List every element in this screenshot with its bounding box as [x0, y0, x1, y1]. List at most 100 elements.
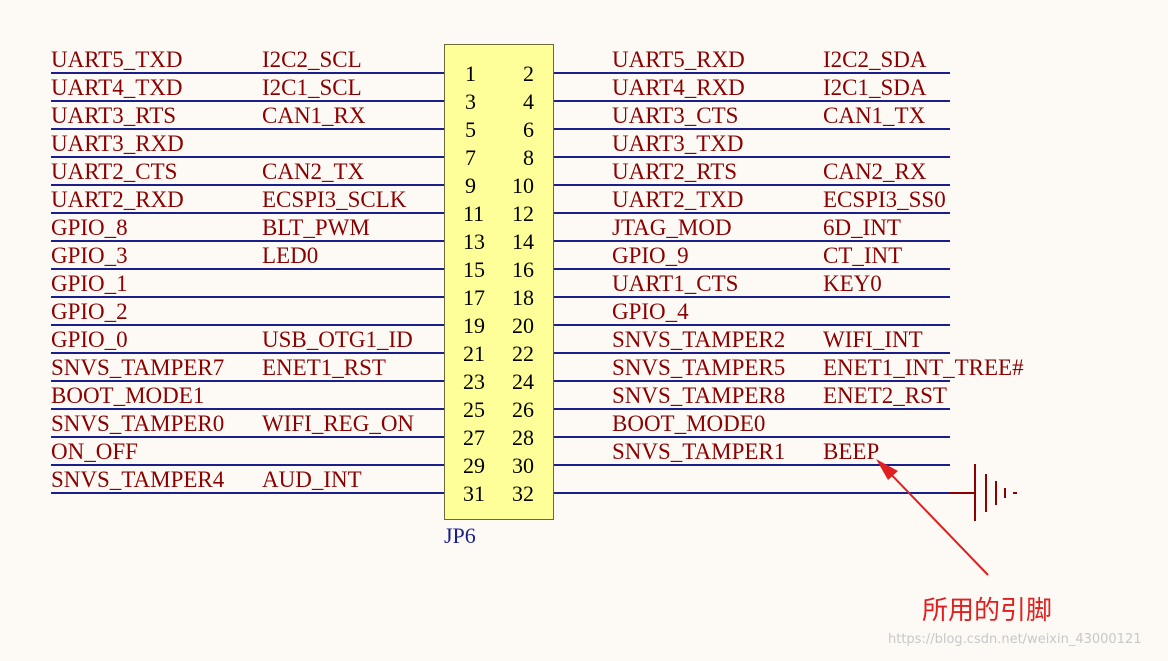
pin-number-odd: 25: [463, 397, 485, 422]
pin-number-even: 20: [512, 313, 534, 338]
wire-right: [554, 436, 950, 438]
signal-label-r2: ECSPI3_SS0: [823, 187, 946, 212]
pin-number-even: 28: [512, 425, 534, 450]
pin-number-odd: 15: [463, 257, 485, 282]
pin-number-even: 4: [523, 89, 534, 114]
wire-right: [554, 324, 950, 326]
signal-label-l1: GPIO_0: [51, 327, 128, 352]
wire-right: [554, 268, 950, 270]
signal-label-l1: BOOT_MODE1: [51, 383, 205, 408]
wire-left: [51, 268, 444, 270]
signal-label-l2: I2C1_SCL: [262, 75, 362, 100]
ground-icon: [950, 464, 1017, 521]
connector-body-jp6: [444, 44, 554, 520]
wire-right: [554, 128, 950, 130]
signal-label-r1: JTAG_MOD: [612, 215, 732, 240]
wire-right: [554, 184, 950, 186]
pin-number-odd: 17: [463, 285, 485, 310]
pin-number-odd: 19: [463, 313, 485, 338]
pin-number-even: 12: [512, 201, 534, 226]
pin-number-odd: 21: [463, 341, 485, 366]
watermark: https://blog.csdn.net/weixin_43000121: [888, 632, 1142, 647]
signal-label-l1: ON_OFF: [51, 439, 138, 464]
signal-label-r1: GPIO_4: [612, 299, 689, 324]
annotation-arrow-icon: [876, 459, 989, 576]
pin-number-odd: 23: [463, 369, 485, 394]
signal-label-r2: CAN1_TX: [823, 103, 926, 128]
signal-label-l2: I2C2_SCL: [262, 47, 362, 72]
wire-left: [51, 240, 444, 242]
signal-label-l1: UART4_TXD: [51, 75, 183, 100]
wire-right: [554, 72, 950, 74]
signal-label-r1: UART5_RXD: [612, 47, 745, 72]
signal-label-l2: CAN1_RX: [262, 103, 366, 128]
signal-label-r1: SNVS_TAMPER5: [612, 355, 786, 380]
signal-label-l1: SNVS_TAMPER0: [51, 411, 225, 436]
wire-left: [51, 184, 444, 186]
signal-label-l1: GPIO_2: [51, 299, 128, 324]
signal-label-r1: UART2_TXD: [612, 187, 744, 212]
wire-left: [51, 156, 444, 158]
signal-label-r2: ENET2_RST: [823, 383, 947, 408]
wire-right: [554, 100, 950, 102]
wire-left: [51, 72, 444, 74]
wire-right: [554, 380, 950, 382]
pin-number-even: 32: [512, 481, 534, 506]
signal-label-r2: KEY0: [823, 271, 882, 296]
pin-number-odd: 29: [463, 453, 485, 478]
signal-label-r2: 6D_INT: [823, 215, 901, 240]
signal-label-r2: CAN2_RX: [823, 159, 927, 184]
signal-label-r2: BEEP: [823, 439, 880, 464]
pin-number-even: 18: [512, 285, 534, 310]
pin-number-odd: 5: [465, 117, 476, 142]
signal-label-r1: UART3_TXD: [612, 131, 744, 156]
signal-label-l1: UART2_CTS: [51, 159, 178, 184]
signal-label-l2: ECSPI3_SCLK: [262, 187, 407, 212]
signal-label-r1: UART4_RXD: [612, 75, 745, 100]
signal-label-r1: UART2_RTS: [612, 159, 738, 184]
signal-label-r1: UART1_CTS: [612, 271, 739, 296]
wire-left: [51, 352, 444, 354]
wire-left: [51, 436, 444, 438]
signal-label-l1: SNVS_TAMPER7: [51, 355, 225, 380]
pin-number-odd: 13: [463, 229, 485, 254]
wire-right: [554, 492, 950, 494]
signal-label-r1: SNVS_TAMPER8: [612, 383, 786, 408]
signal-label-r1: GPIO_9: [612, 243, 689, 268]
signal-label-r2: ENET1_INT_TREE#: [823, 355, 1024, 380]
signal-label-r2: I2C2_SDA: [823, 47, 927, 72]
signal-label-l1: UART2_RXD: [51, 187, 184, 212]
wire-right: [554, 352, 950, 354]
wire-left: [51, 100, 444, 102]
wire-left: [51, 492, 444, 494]
pin-number-odd: 11: [463, 201, 485, 226]
signal-label-r1: SNVS_TAMPER2: [612, 327, 786, 352]
wire-right: [554, 464, 950, 466]
pin-number-even: 24: [512, 369, 534, 394]
wire-left: [51, 380, 444, 382]
signal-label-l2: USB_OTG1_ID: [262, 327, 413, 352]
signal-label-r2: WIFI_INT: [823, 327, 923, 352]
pin-number-odd: 1: [465, 61, 476, 86]
signal-label-l1: GPIO_1: [51, 271, 128, 296]
signal-label-l1: UART5_TXD: [51, 47, 183, 72]
pin-number-odd: 27: [463, 425, 485, 450]
signal-label-l2: ENET1_RST: [262, 355, 386, 380]
wire-left: [51, 128, 444, 130]
pin-number-even: 30: [512, 453, 534, 478]
wire-right: [554, 240, 950, 242]
wire-left: [51, 324, 444, 326]
wire-right: [554, 156, 950, 158]
pin-number-odd: 7: [465, 145, 476, 170]
signal-label-r1: UART3_CTS: [612, 103, 739, 128]
pin-number-even: 14: [512, 229, 534, 254]
wire-left: [51, 464, 444, 466]
pin-number-odd: 9: [465, 173, 476, 198]
connector-reference: JP6: [444, 523, 476, 548]
pin-number-even: 6: [523, 117, 534, 142]
wire-left: [51, 408, 444, 410]
signal-label-l2: BLT_PWM: [262, 215, 370, 240]
signal-label-l1: GPIO_3: [51, 243, 128, 268]
annotation-label: 所用的引脚: [922, 596, 1053, 626]
